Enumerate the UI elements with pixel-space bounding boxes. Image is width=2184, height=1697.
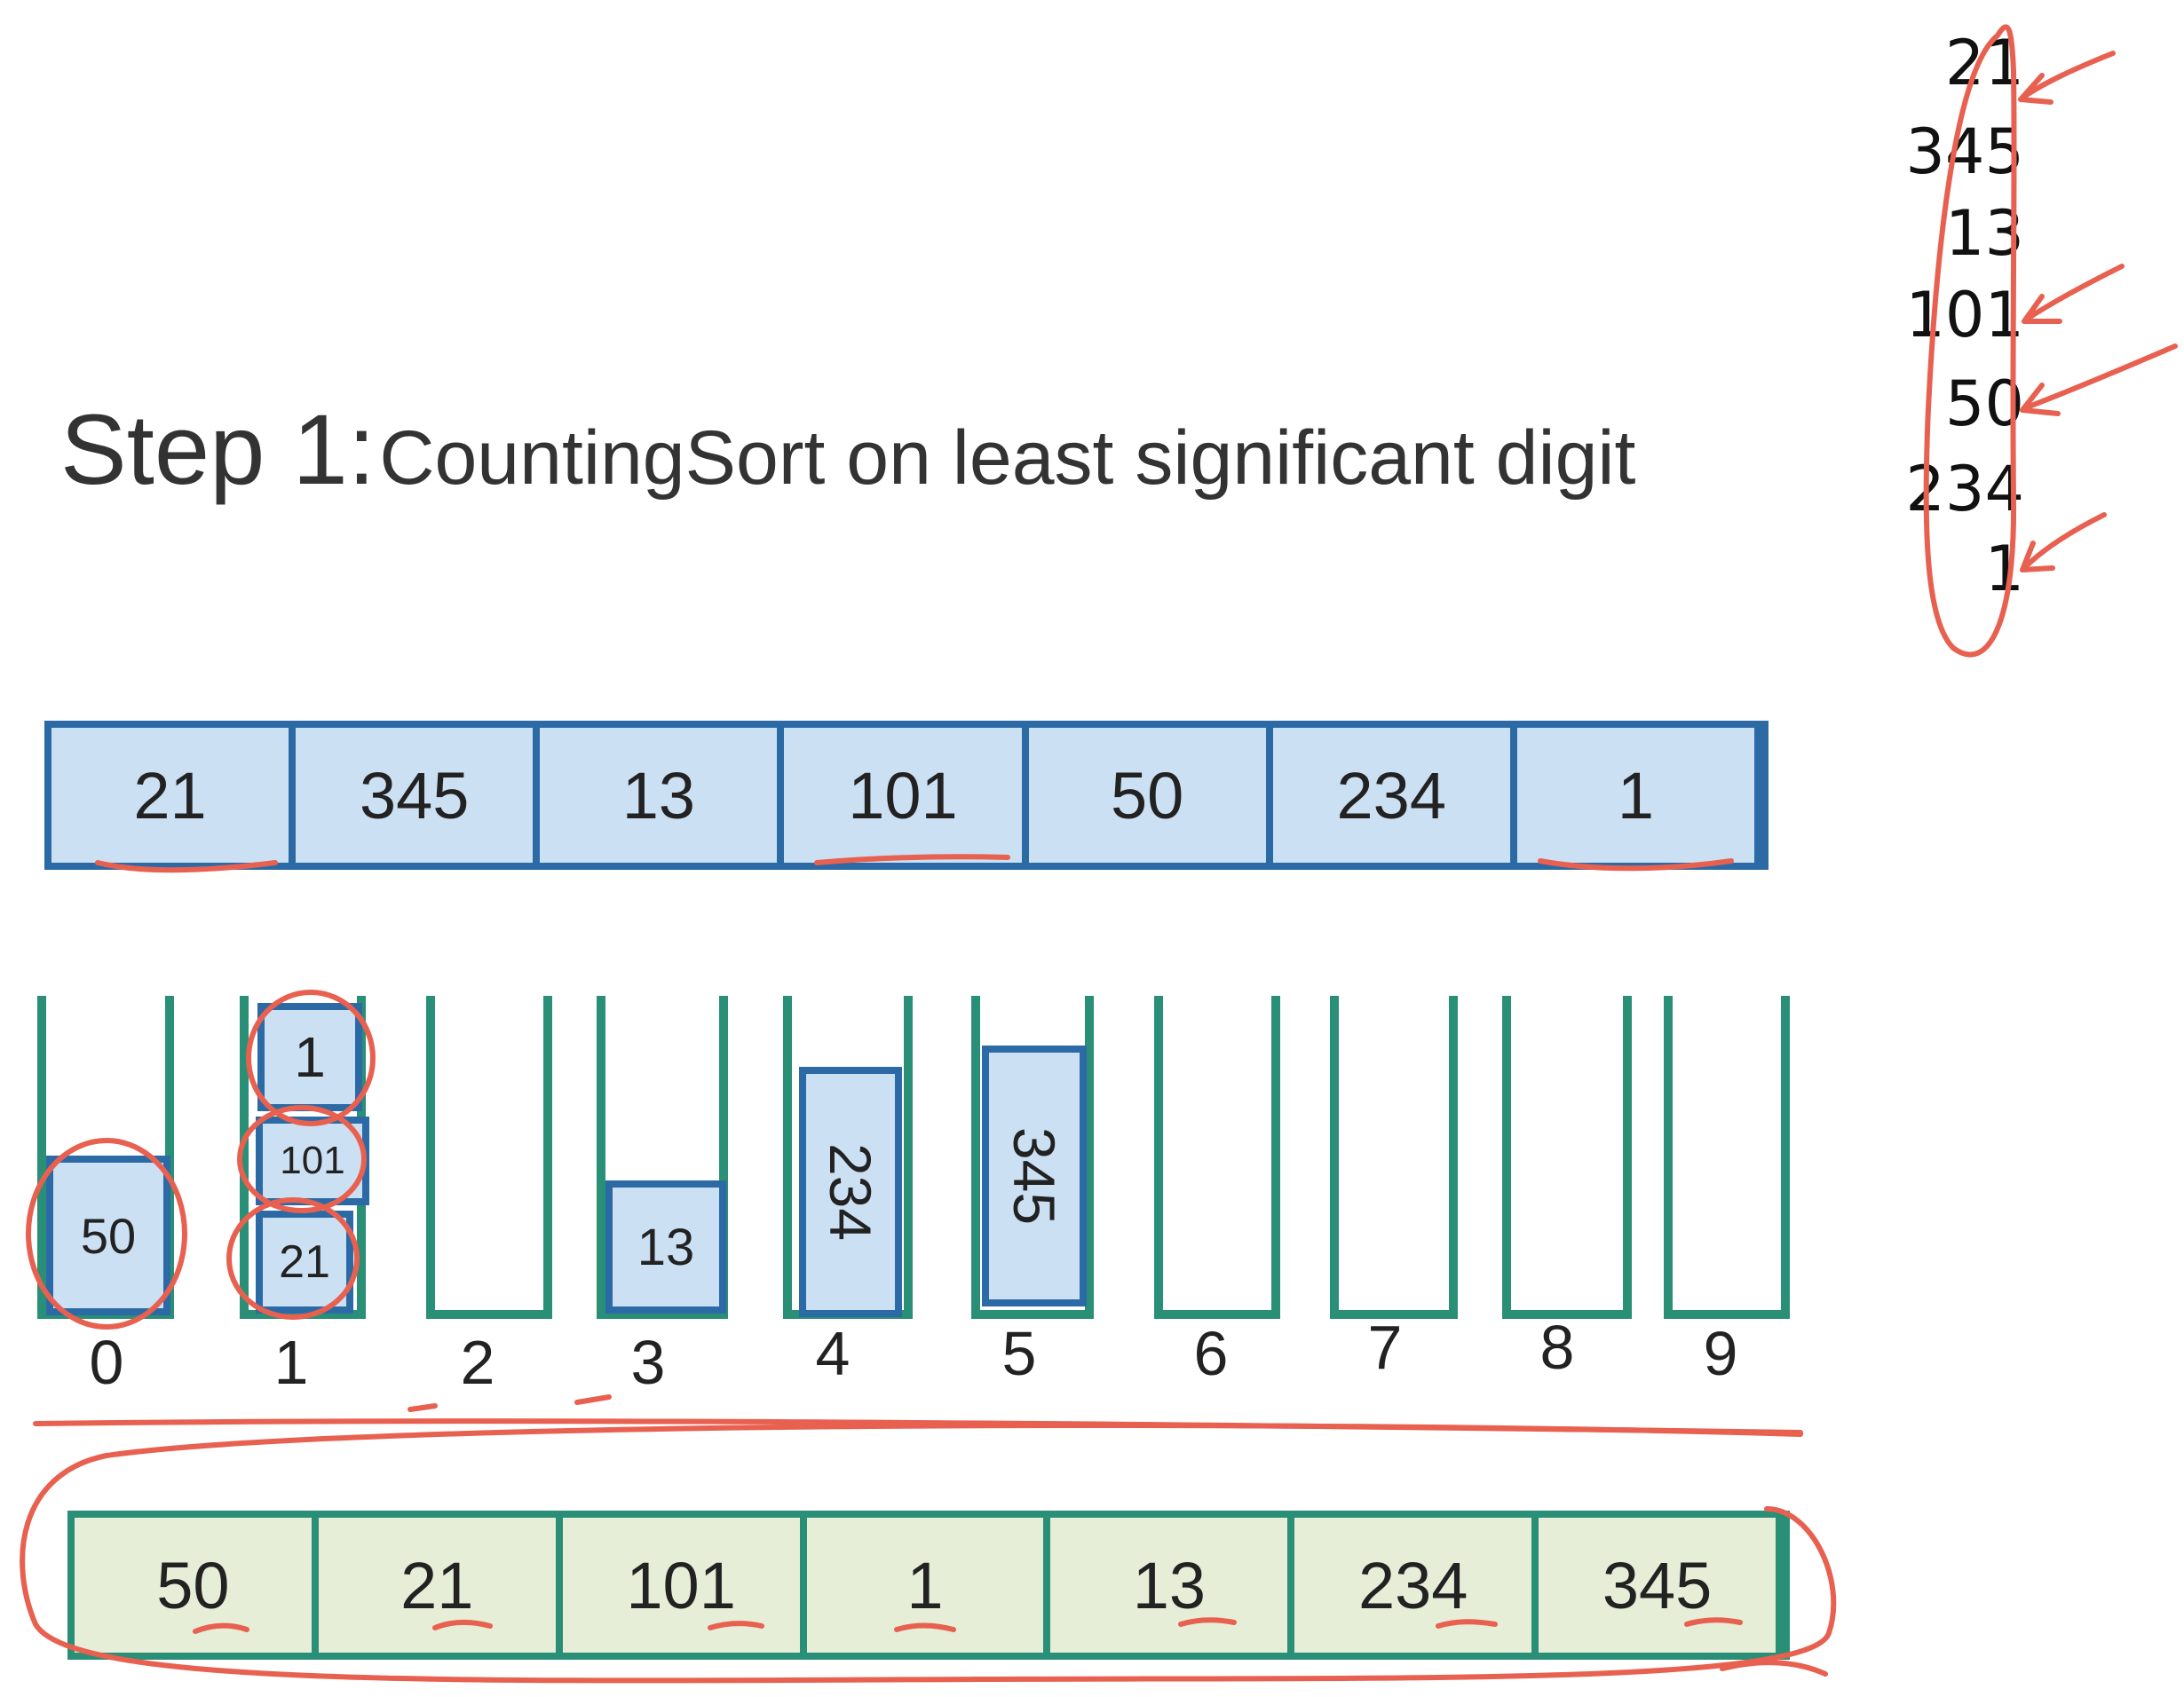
bucket-label: 0 [89,1328,124,1397]
step-description: CountingSort on least significant digit [379,415,1636,501]
bucket-label: 1 [273,1328,309,1397]
bucket-label: 8 [1539,1313,1575,1382]
step-title: Step 1: CountingSort on least significan… [60,383,1747,547]
underline-mark [432,1619,493,1630]
bucket-item: 234 [799,1067,902,1317]
input-cell: 101 [784,728,1029,863]
bucket-label: 5 [1001,1319,1037,1388]
arrow-icon [2022,294,2062,324]
dash-mark [574,1394,612,1405]
bucket-item: 1 [257,1003,362,1111]
arrow-icon [2023,264,2125,322]
underline-mark [193,1622,249,1634]
arrow-icon [2020,541,2055,572]
bucket-item: 21 [256,1211,353,1314]
input-cell: 1 [1516,728,1761,863]
dash-mark [408,1403,438,1412]
circle-mark [26,1138,187,1330]
output-array: 50 21 101 1 13 234 345 [67,1511,1790,1660]
output-cell: 50 [75,1518,319,1653]
output-cell: 234 [1294,1518,1539,1653]
bucket-3 [597,996,728,1319]
circle-mark [226,1197,360,1320]
bucket-label: 3 [630,1328,666,1397]
bucket-label: 2 [460,1328,495,1397]
bucket-7 [1330,996,1458,1319]
handwritten-number: 101 [1905,279,2024,351]
underline-mark [814,854,1010,865]
arrow-icon [2020,51,2116,100]
output-cell: 345 [1539,1518,1784,1653]
underline-mark [1538,858,1734,872]
bucket-item: 345 [982,1046,1087,1306]
bucket-label: 9 [1703,1319,1738,1388]
handwritten-number: 345 [1905,115,2024,188]
input-cell: 21 [51,728,297,863]
bucket-label: 7 [1367,1313,1403,1382]
arrow-icon [2018,73,2053,105]
circle-mark [246,990,376,1126]
output-cell: 1 [806,1518,1051,1653]
bucket-9 [1664,996,1790,1319]
digit-column-loop [1923,24,2017,658]
underline-mark [1178,1617,1237,1627]
circle-mark [237,1105,367,1213]
input-array: 21 345 13 101 50 234 1 [44,721,1769,870]
step-label: Step 1: [60,394,376,505]
underline-mark [1436,1619,1498,1629]
bucket-2 [426,996,552,1319]
output-cell: 21 [318,1518,563,1653]
bucket-5 [971,996,1094,1319]
bucket-item: 13 [605,1180,726,1314]
handwritten-number: 1 [1984,533,2024,605]
bucket-item: 50 [46,1156,170,1315]
bucket-label: 4 [815,1319,851,1388]
input-cell: 234 [1272,728,1517,863]
input-cell: 345 [296,728,541,863]
arrow-icon [2020,383,2061,416]
input-cell: 50 [1028,728,1273,863]
input-cell: 13 [540,728,785,863]
arrow-icon [2022,512,2107,571]
output-loop [20,1423,1837,1684]
output-cell: 13 [1050,1518,1295,1653]
output-cell: 101 [562,1518,807,1653]
bucket-8 [1502,996,1632,1319]
underline-mark [708,1621,764,1630]
arrow-icon [2022,343,2178,411]
underline-mark [1684,1617,1743,1627]
underline-mark [95,860,278,873]
bucket-6 [1154,996,1280,1319]
underline-mark [894,1622,956,1632]
bucket-label: 6 [1193,1319,1229,1388]
